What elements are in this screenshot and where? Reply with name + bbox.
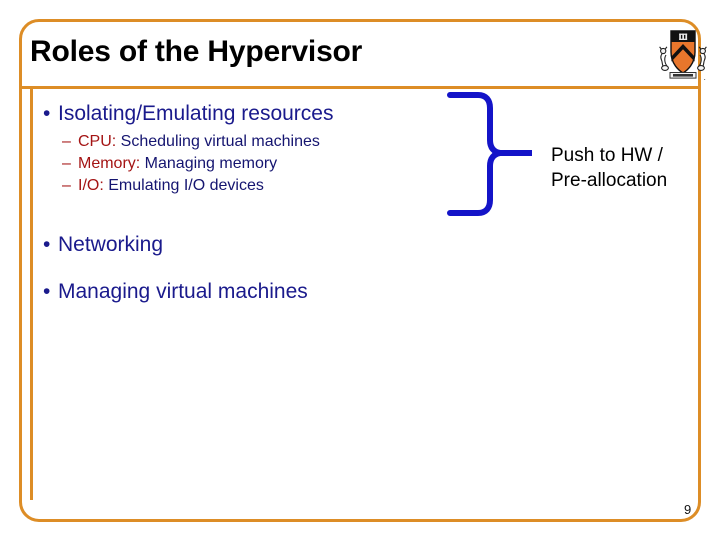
spacer xyxy=(40,258,460,278)
bullet-isolating-emulating-resources: • Isolating/Emulating resources xyxy=(40,100,460,127)
sub-bullet-key: Memory: xyxy=(78,155,145,172)
bullet-networking: • Networking xyxy=(40,231,460,258)
sub-bullet-io: – I/O: Emulating I/O devices xyxy=(62,175,460,197)
sub-bullet-value: Managing memory xyxy=(144,155,278,172)
body-vertical-rule xyxy=(30,88,33,500)
sub-bullet-marker: – xyxy=(62,155,71,172)
slide-border xyxy=(19,19,701,522)
sub-bullet-list: – CPU: Scheduling virtual machines – Mem… xyxy=(62,131,460,197)
sub-bullet-key: CPU: xyxy=(78,133,121,150)
sub-bullet-value: Scheduling virtual machines xyxy=(120,133,320,150)
bullet-managing-virtual-machines: • Managing virtual machines xyxy=(40,278,460,305)
bullet-marker: • xyxy=(43,102,51,125)
sub-bullet-memory: – Memory: Managing memory xyxy=(62,153,460,175)
spacer xyxy=(40,197,460,231)
annotation-line-1: Push to HW / xyxy=(551,145,663,166)
sub-bullet-marker: – xyxy=(62,177,71,194)
annotation-push-to-hw: Push to HW / Pre-allocation xyxy=(551,143,667,193)
annotation-line-2: Pre-allocation xyxy=(551,170,668,191)
sub-bullet-key: I/O: xyxy=(78,177,109,194)
sub-bullet-cpu: – CPU: Scheduling virtual machines xyxy=(62,131,460,153)
svg-text:•: • xyxy=(704,77,706,82)
bullet-marker: • xyxy=(43,233,51,256)
bullet-label: Networking xyxy=(58,233,164,256)
bullet-marker: • xyxy=(43,280,51,303)
curly-brace-annotation-icon xyxy=(444,88,554,220)
bullet-label: Isolating/Emulating resources xyxy=(58,102,334,125)
page-title: Roles of the Hypervisor xyxy=(30,35,363,68)
princeton-shield-icon: • xyxy=(657,22,709,84)
bullet-label: Managing virtual machines xyxy=(58,280,308,303)
page-number: 9 xyxy=(684,502,692,517)
slide-body: • Isolating/Emulating resources – CPU: S… xyxy=(40,100,460,305)
title-divider xyxy=(19,86,701,89)
sub-bullet-marker: – xyxy=(62,133,71,150)
sub-bullet-value: Emulating I/O devices xyxy=(108,177,264,194)
